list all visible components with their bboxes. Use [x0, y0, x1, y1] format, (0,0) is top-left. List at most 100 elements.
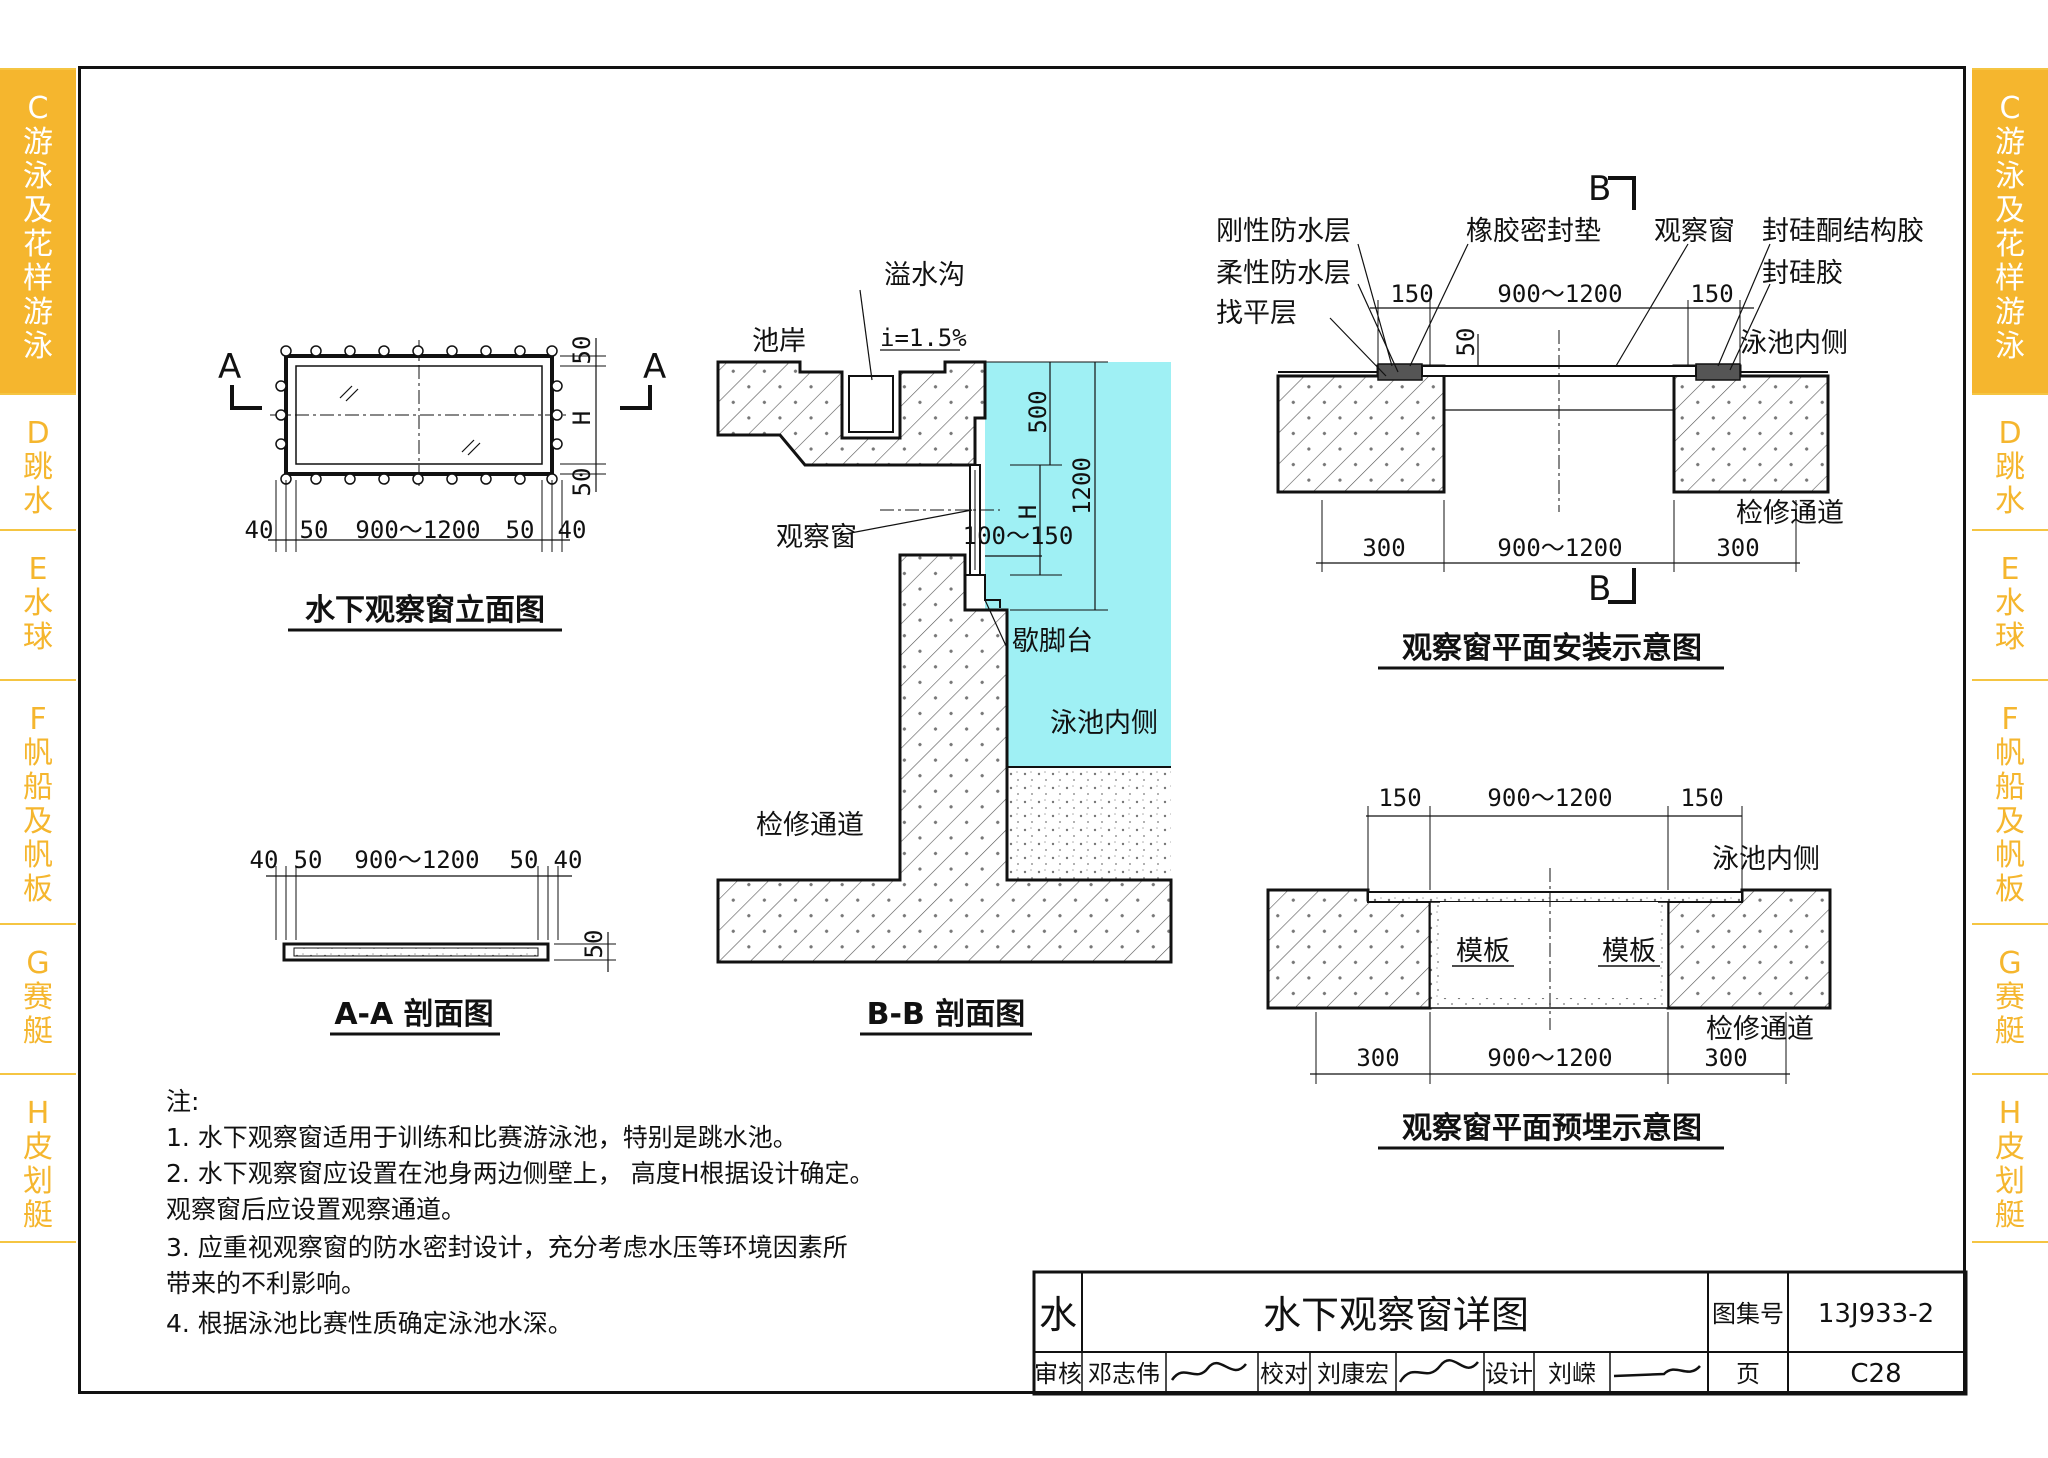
- checker-name: 刘康宏: [1317, 1360, 1389, 1388]
- tab-char: 船: [1995, 770, 2025, 805]
- dim-text: 100～150: [963, 522, 1074, 550]
- tab-char: 花: [23, 227, 53, 262]
- bolt: [514, 345, 526, 357]
- tab-letter: D: [26, 416, 50, 451]
- tab-h-canoe[interactable]: H 皮划艇: [1972, 1073, 2048, 1243]
- install-wall-left: [1276, 364, 1446, 494]
- tab-d-diving[interactable]: D 跳水: [1972, 393, 2048, 529]
- section-aa-labels: 40 50 900～1200 50 40 50 A-A 剖面图: [250, 846, 608, 1036]
- tab-f-sailing[interactable]: F 帆船及帆板: [0, 679, 76, 923]
- tab-char: 游: [23, 125, 53, 160]
- leader: [1409, 243, 1469, 367]
- title-block-text: 水 水下观察窗详图 图集号 13J933-2 审核 邓志伟 校对 刘康宏 设计 …: [1034, 1293, 1934, 1389]
- section-letter: B: [1588, 169, 1611, 209]
- tab-char: 帆: [23, 736, 53, 771]
- dim-text: 40: [558, 516, 587, 544]
- dim-text: 150: [1680, 784, 1723, 812]
- aa-frame: [282, 942, 550, 962]
- bolt: [480, 473, 492, 485]
- review-label: 审核: [1034, 1360, 1082, 1388]
- glass-mark: [345, 388, 359, 402]
- tab-d-diving[interactable]: D 跳水: [0, 393, 76, 529]
- tab-title: 水球: [1995, 587, 2025, 655]
- dim-text: 50: [568, 336, 596, 365]
- view-caption: 观察窗平面安装示意图: [1402, 631, 1702, 666]
- bolt: [344, 473, 356, 485]
- label-flexible-waterproof: 柔性防水层: [1216, 258, 1351, 289]
- tab-title: 水球: [23, 587, 53, 655]
- tab-char: 艇: [23, 1014, 53, 1049]
- bolt: [480, 345, 492, 357]
- embed-frame: [1367, 891, 1743, 903]
- tab-letter: C: [27, 91, 49, 126]
- title-block-frame: [1032, 1270, 1968, 1396]
- tab-letter: H: [1998, 1096, 2022, 1131]
- tab-h-canoe[interactable]: H 皮划艇: [0, 1073, 76, 1243]
- glass-mark: [339, 385, 353, 399]
- embed-wall-right: [1666, 888, 1832, 1010]
- dim-text: 500: [1024, 390, 1052, 433]
- left-chapter-index: C 游泳及花样游泳 D 跳水 E 水球 F 帆船及帆板 G 赛艇 H 皮划艇: [0, 68, 76, 1268]
- bolt: [551, 438, 563, 450]
- embed-opening-inner: [1440, 902, 1658, 998]
- label-deck: 池岸: [752, 326, 806, 357]
- dim-text: 50: [300, 516, 329, 544]
- drawing-title: 水下观察窗详图: [1263, 1293, 1529, 1337]
- tab-char: 及: [23, 193, 53, 228]
- page-number: C28: [1850, 1359, 1901, 1389]
- glass-mark: [461, 439, 475, 453]
- dim-text: 50: [580, 930, 608, 959]
- dim-text: 40: [554, 846, 583, 874]
- dim-text: 50: [1452, 328, 1480, 357]
- drawing-frame: [78, 66, 1966, 1394]
- dim-text: 1200: [1068, 457, 1096, 515]
- label-pool-inside: 泳池内侧: [1050, 708, 1158, 739]
- section-mark-b-top: [1608, 176, 1636, 210]
- bolt: [378, 345, 390, 357]
- view-caption: 水下观察窗立面图: [305, 593, 545, 628]
- tab-char: 水: [23, 484, 53, 519]
- tab-g-rowing[interactable]: G 赛艇: [0, 923, 76, 1073]
- section-mark-a-left: [230, 385, 262, 410]
- tab-char: 帆: [1995, 838, 2025, 873]
- plan-embed-view: [1266, 806, 1832, 1084]
- dim-text: 900～1200: [1487, 784, 1612, 812]
- label-silicone: 封硅胶: [1762, 258, 1843, 289]
- tab-char: 皮: [1995, 1130, 2025, 1165]
- label-pool-inside: 泳池内侧: [1740, 328, 1848, 359]
- tab-title: 赛艇: [1995, 981, 2025, 1049]
- tab-c-swimming[interactable]: C 游泳及花样游泳: [0, 68, 76, 393]
- dim-text: 900～1200: [1487, 1044, 1612, 1072]
- dim-text: 900～1200: [355, 516, 480, 544]
- designer-name: 刘嵘: [1548, 1360, 1596, 1388]
- tab-e-water-polo[interactable]: E 水球: [1972, 529, 2048, 679]
- leader: [1717, 243, 1771, 367]
- tab-char: 样: [1995, 261, 2025, 296]
- tab-f-sailing[interactable]: F 帆船及帆板: [1972, 679, 2048, 923]
- tab-char: 划: [1995, 1164, 2025, 1199]
- tab-char: 水: [23, 586, 53, 621]
- label-leveling: 找平层: [1216, 298, 1297, 329]
- label-maintenance-passage: 检修通道: [1706, 1014, 1814, 1045]
- section-mark-a-right: [620, 385, 652, 410]
- tab-char: 艇: [1995, 1014, 2025, 1049]
- bolt: [514, 473, 526, 485]
- aa-glass: [293, 947, 539, 957]
- plan-install-view: [1276, 176, 1830, 604]
- dim-text: 300: [1716, 534, 1759, 562]
- label-rigid-waterproof: 刚性防水层: [1216, 216, 1351, 247]
- tab-char: 样: [23, 261, 53, 296]
- bolt: [344, 345, 356, 357]
- plan-install-labels: B B 刚性防水层 柔性防水层 找平层 橡胶密封垫 观察窗 封硅酮结构胶 封硅胶…: [1216, 169, 1924, 670]
- tab-g-rowing[interactable]: G 赛艇: [1972, 923, 2048, 1073]
- tab-char: 及: [1995, 193, 2025, 228]
- tab-e-water-polo[interactable]: E 水球: [0, 529, 76, 679]
- leader: [1615, 243, 1689, 367]
- label-window: 观察窗: [1654, 216, 1735, 247]
- tab-letter: C: [1999, 91, 2021, 126]
- tab-c-swimming[interactable]: C 游泳及花样游泳: [1972, 68, 2048, 393]
- leader: [1329, 317, 1387, 377]
- bolt: [275, 438, 287, 450]
- dim-text: 150: [1390, 280, 1433, 308]
